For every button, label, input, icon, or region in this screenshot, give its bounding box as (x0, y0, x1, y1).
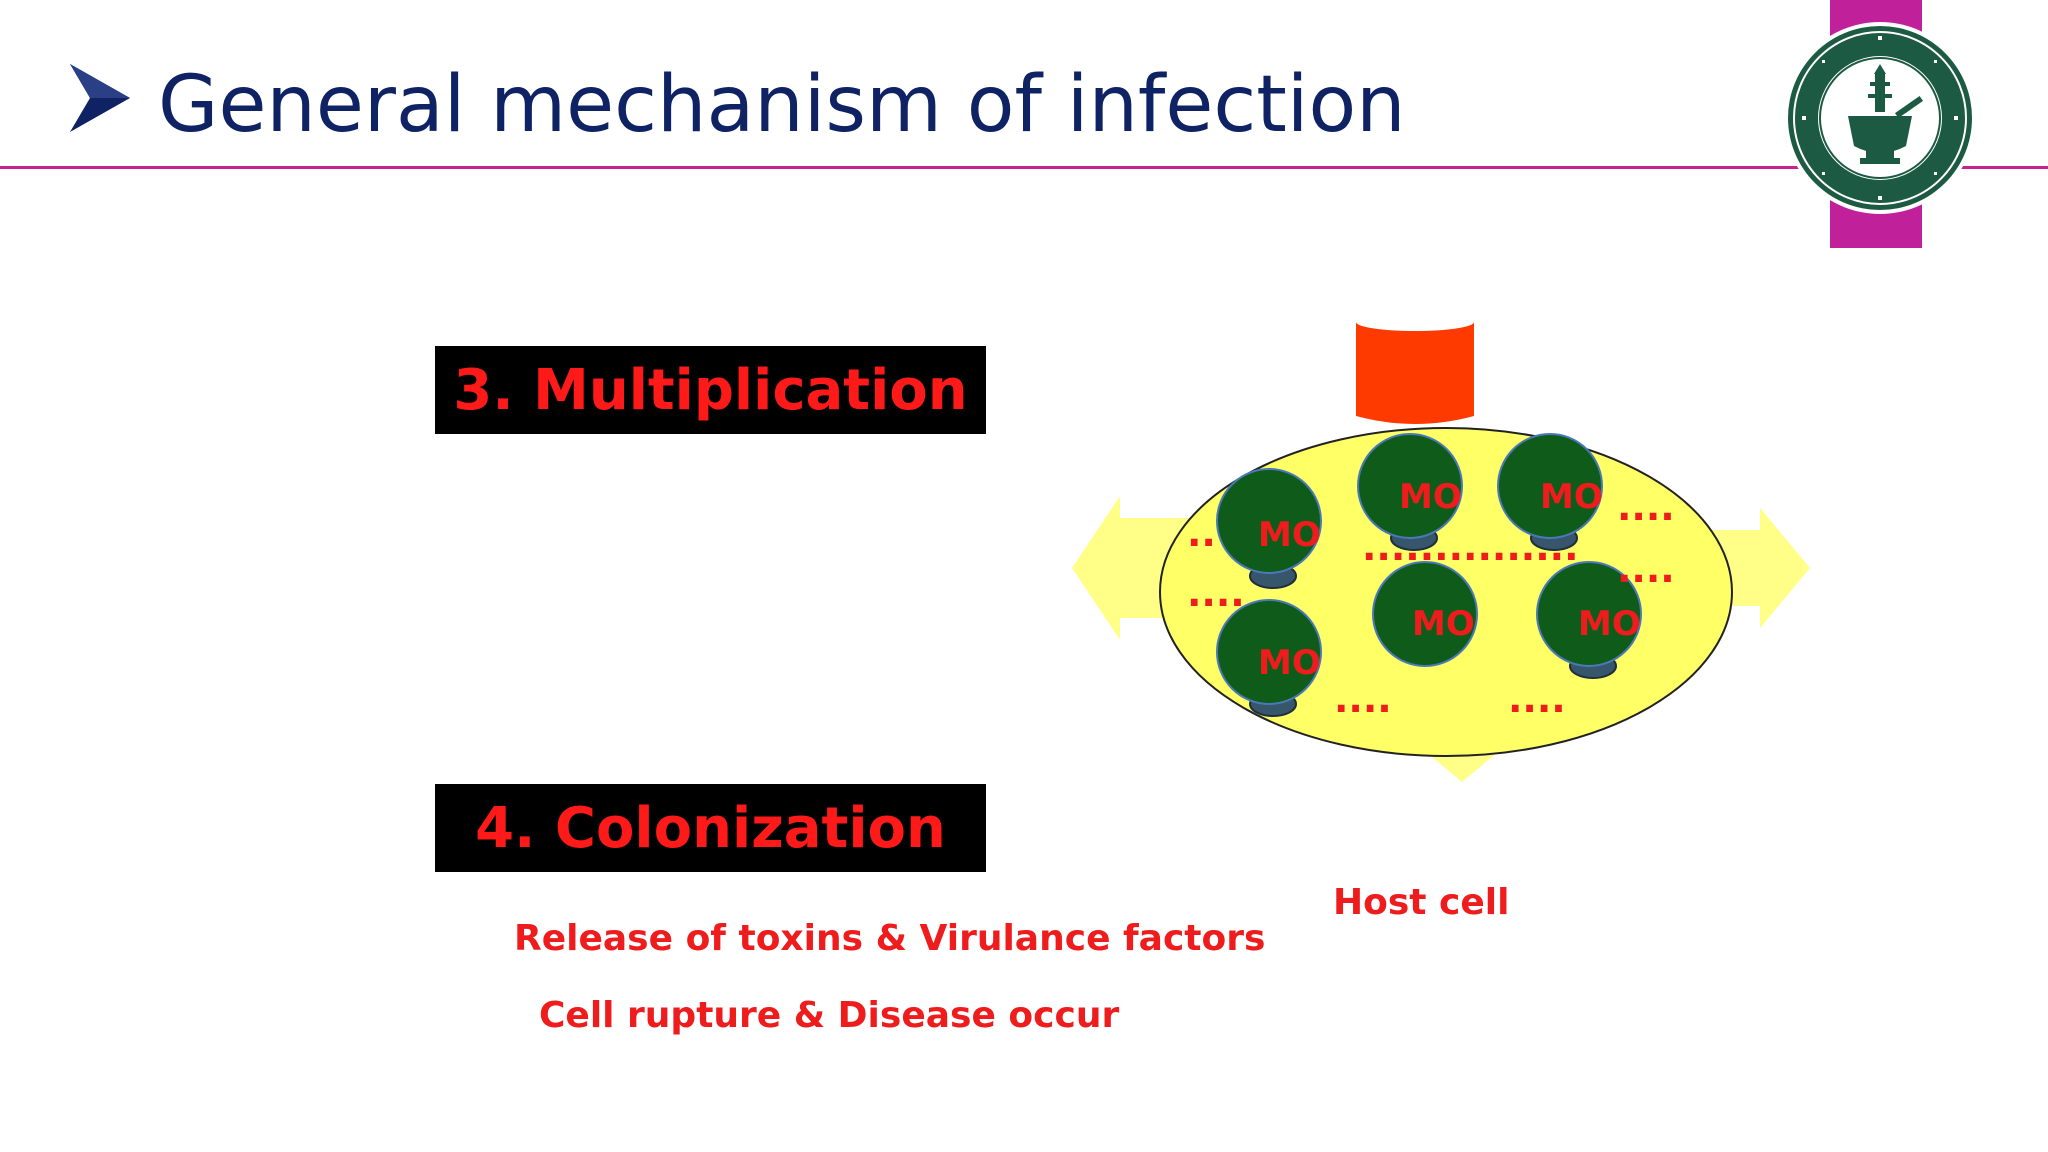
mo-label: MO (1540, 477, 1603, 517)
microorganism (1497, 433, 1603, 539)
stage-multiplication-label: 3. Multiplication (435, 346, 986, 434)
microorganism (1357, 433, 1463, 539)
mo-label: MO (1578, 604, 1641, 644)
microorganism (1372, 561, 1478, 667)
release-toxins-note: Release of toxins & Virulance factors (514, 918, 1266, 959)
multiplication-dots: .... (1617, 547, 1675, 591)
entry-tube (1356, 322, 1474, 424)
mo-label: MO (1399, 477, 1462, 517)
microorganism (1216, 468, 1322, 574)
mo-label: MO (1412, 604, 1475, 644)
multiplication-dots: .... (1187, 571, 1245, 615)
multiplication-dots: .... (1617, 485, 1675, 529)
cell-rupture-note: Cell rupture & Disease occur (539, 995, 1120, 1036)
arrow-bullet-icon (70, 64, 130, 132)
slide-title: General mechanism of infection (158, 60, 1406, 150)
microorganism (1216, 599, 1322, 705)
host-cell-label: Host cell (1333, 882, 1510, 923)
faculty-of-pharmacy-seal-icon (1784, 22, 1976, 214)
multiplication-dots: .... (1334, 677, 1392, 721)
stage-colonization-label: 4. Colonization (435, 784, 986, 872)
multiplication-dots: ............... (1362, 525, 1579, 569)
microorganism (1536, 561, 1642, 667)
multiplication-dots: .. (1187, 511, 1216, 555)
host-cell-diagram: MO MO MO MO MO MO .. .... ..............… (1072, 313, 1810, 782)
title-divider (0, 166, 2048, 169)
mo-label: MO (1258, 643, 1321, 683)
mo-label: MO (1258, 515, 1321, 555)
multiplication-dots: .... (1508, 677, 1566, 721)
